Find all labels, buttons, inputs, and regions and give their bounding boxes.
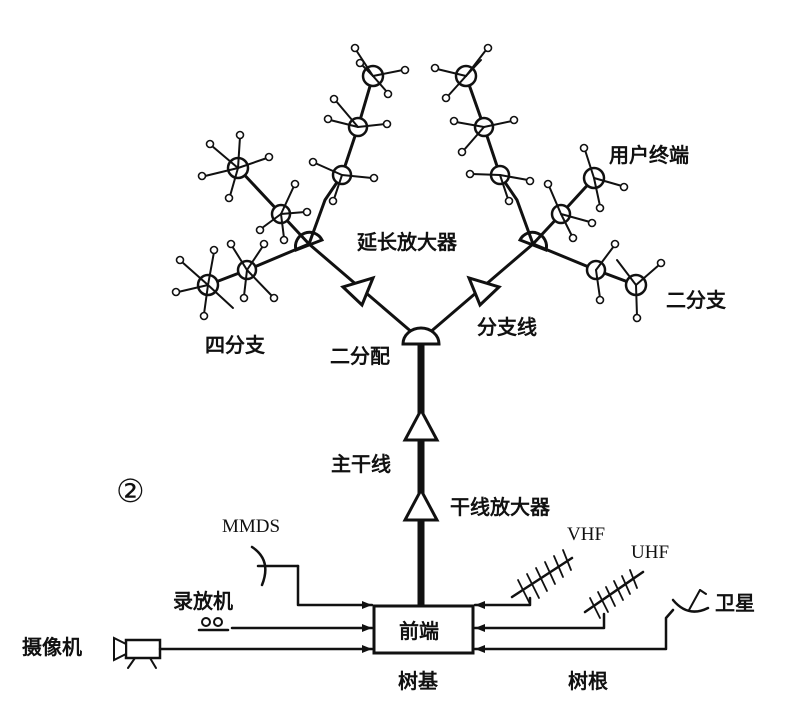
- label-uhf: UHF: [631, 542, 669, 563]
- label-vhf: VHF: [567, 524, 605, 545]
- trunk-amplifier-upper: [402, 406, 440, 442]
- label-vcr: 录放机: [173, 589, 233, 613]
- label-headend: 前端: [399, 619, 439, 643]
- label-camera: 摄像机: [22, 635, 82, 659]
- headend-box: [372, 604, 475, 655]
- figure-number: ②: [116, 472, 145, 510]
- label-extension-amplifier: 延长放大器: [356, 230, 458, 254]
- label-four-way-tap: 四分支: [205, 333, 266, 357]
- trunk-amplifier-lower: [402, 486, 440, 522]
- label-two-way-splitter: 二分配: [330, 344, 390, 368]
- extension-amplifier-left: [340, 275, 376, 308]
- right-side-branches: [531, 143, 666, 323]
- label-trunk-amplifier: 干线放大器: [450, 495, 551, 519]
- mmds-dish-icon: [250, 545, 374, 609]
- label-mmds: MMDS: [222, 516, 280, 537]
- vhf-antenna-icon: [473, 549, 574, 609]
- left-upper-branch: [307, 43, 410, 246]
- right-upper-branch: [430, 43, 535, 246]
- label-two-way-tap: 二分支: [666, 288, 727, 312]
- uhf-antenna-icon: [473, 569, 645, 632]
- label-main-trunk: 主干线: [331, 452, 391, 476]
- label-user-terminal: 用户终端: [609, 143, 689, 167]
- labels: 用户终端 延长放大器 二分支 四分支 分支线 二分配 主干线 干线放大器 ② M…: [22, 143, 755, 693]
- label-tree-base: 树基: [398, 669, 439, 693]
- satellite-dish-icon: [473, 589, 710, 653]
- video-camera-icon: [113, 636, 374, 669]
- label-tree-root: 树根: [568, 669, 608, 693]
- label-branch-line: 分支线: [477, 315, 537, 339]
- left-side-branches: [171, 130, 312, 321]
- label-satellite: 卫星: [715, 591, 755, 615]
- extension-amplifier-right: [466, 275, 502, 308]
- vcr-icon: [197, 617, 374, 632]
